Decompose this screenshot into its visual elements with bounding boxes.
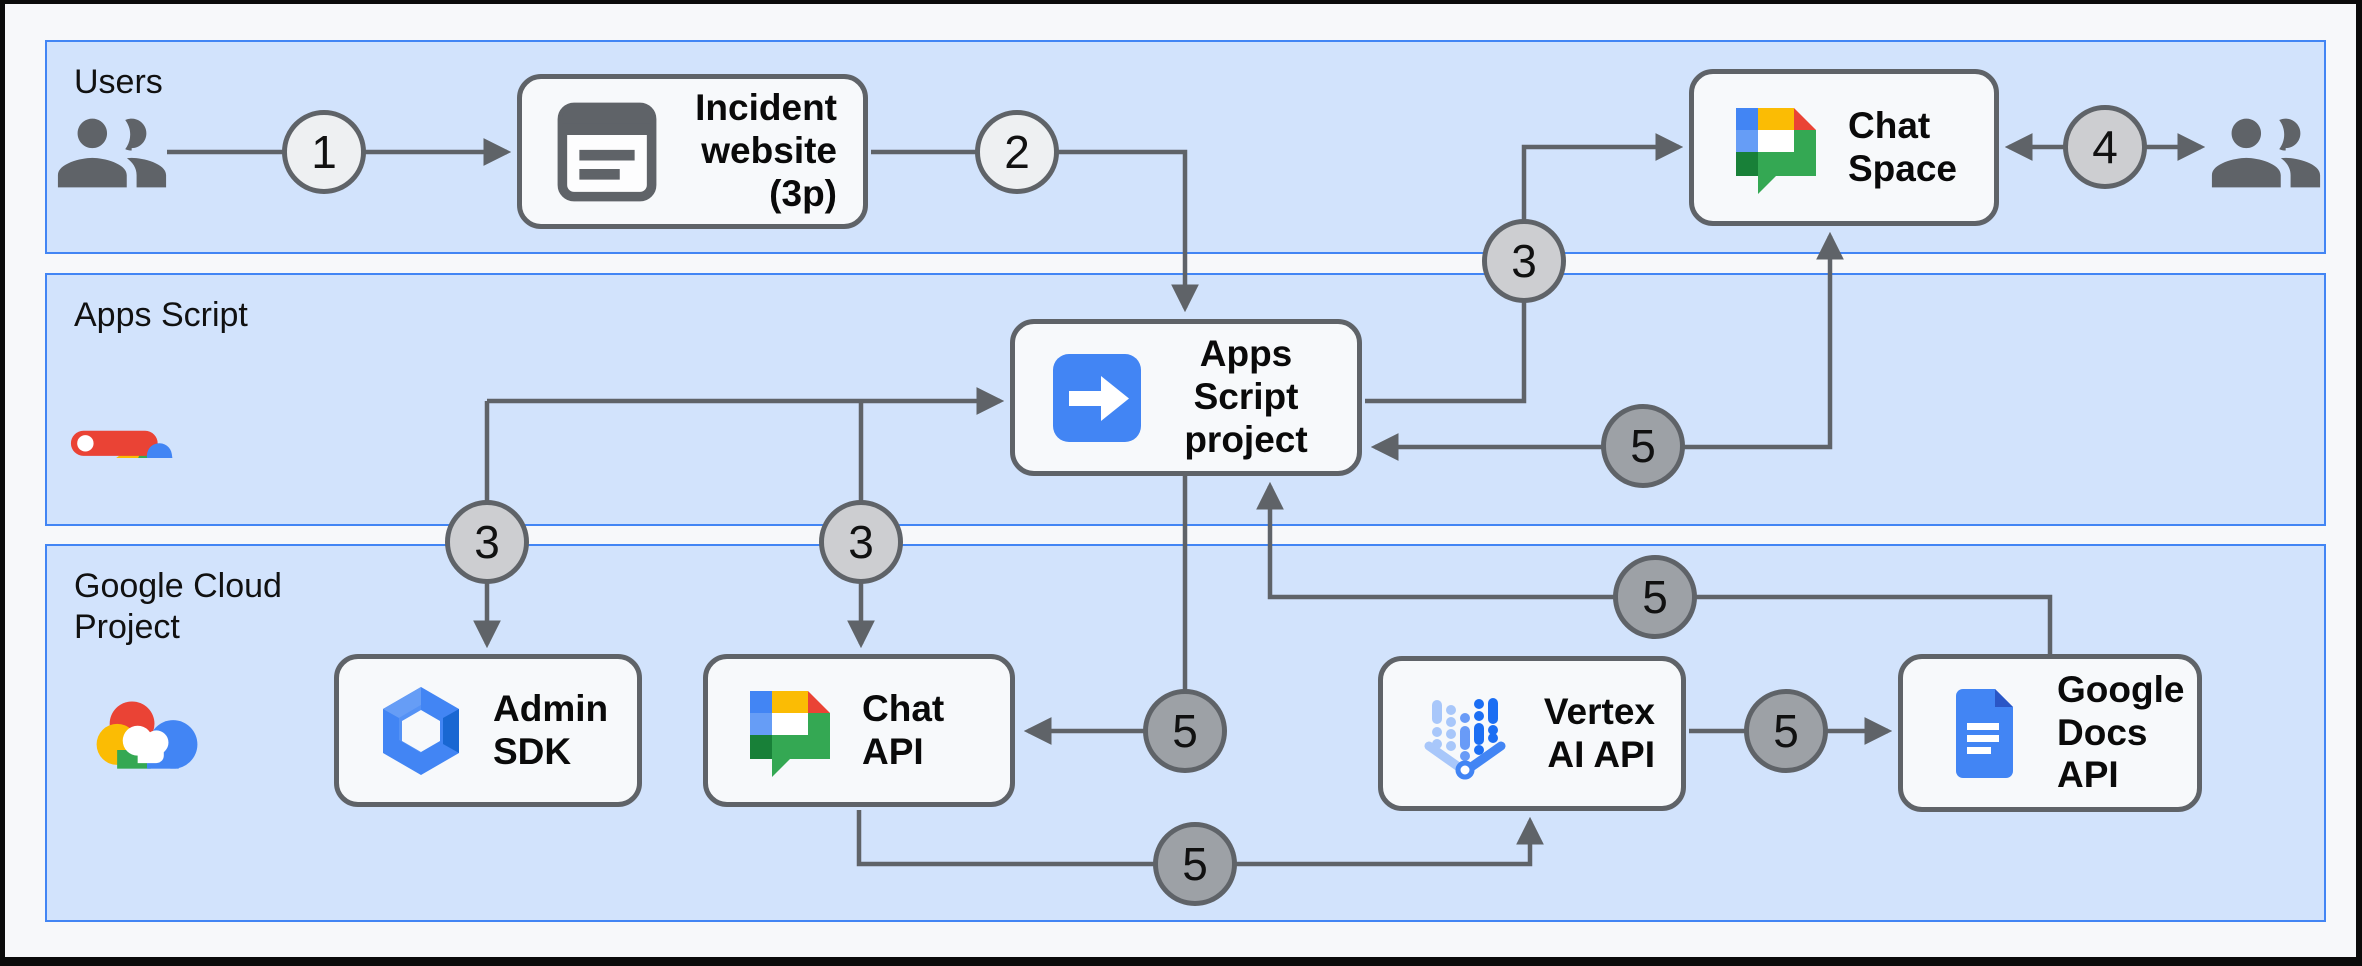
node-vertex-ai-api-label: Vertex AI API: [1543, 690, 1655, 775]
step-badge-5-vertex-docs: 5: [1744, 689, 1828, 773]
apps-script-logo: [70, 430, 175, 458]
google-chat-icon: [1736, 107, 1816, 194]
node-chat-space-label: Chat Space: [1848, 104, 1958, 189]
users-group-icon: [2211, 118, 2321, 188]
google-cloud-logo: [96, 701, 198, 769]
google-docs-icon: [1956, 689, 2013, 778]
band-users-label: Users: [74, 63, 163, 101]
step-badge-4: 4: [2063, 105, 2147, 189]
node-google-docs-api: Google Docs API: [1898, 654, 2202, 812]
node-admin-sdk: Admin SDK: [334, 654, 642, 807]
node-chat-api-label: Chat API: [862, 687, 945, 772]
step-badge-5-docs-apps: 5: [1613, 555, 1697, 639]
step-badge-3-admin-sdk: 3: [445, 500, 529, 584]
node-incident-website-label: Incident website (3p): [695, 87, 837, 214]
node-admin-sdk-label: Admin SDK: [493, 687, 609, 772]
node-incident-website: Incident website (3p): [517, 74, 868, 229]
step-badge-2: 2: [975, 110, 1059, 194]
node-apps-script-project: Apps Script project: [1010, 319, 1362, 476]
edge-chat-space-apps-script: [1370, 231, 1844, 461]
users-group-icon: [57, 118, 167, 188]
webpage-icon: [557, 102, 657, 201]
node-chat-api: Chat API: [703, 654, 1015, 807]
step-badge-5-chat-space-apps: 5: [1601, 404, 1685, 488]
band-apps-script-label: Apps Script: [74, 296, 248, 334]
apps-script-project-icon: [1053, 353, 1141, 442]
band-gcp-label: Google Cloud Project: [74, 567, 282, 647]
step-badge-1: 1: [282, 110, 366, 194]
step-badge-5-apps-chat-api: 5: [1143, 689, 1227, 773]
node-vertex-ai-api: Vertex AI API: [1378, 656, 1686, 811]
google-chat-icon: [750, 690, 830, 777]
step-badge-3-chat-space: 3: [1482, 219, 1566, 303]
admin-sdk-icon: [383, 686, 459, 775]
vertex-ai-icon: [1424, 697, 1506, 779]
step-badge-5-chat-api-vertex: 5: [1153, 822, 1237, 906]
step-badge-3-chat-api: 3: [819, 500, 903, 584]
edge-apps-script-to-chat-api: [1023, 476, 1188, 745]
node-apps-script-project-label: Apps Script project: [1184, 333, 1308, 460]
node-google-docs-api-label: Google Docs API: [2057, 668, 2185, 796]
node-chat-space: Chat Space: [1689, 69, 1999, 226]
diagram-canvas: Users Apps Script Google Cloud Project: [5, 4, 2356, 957]
